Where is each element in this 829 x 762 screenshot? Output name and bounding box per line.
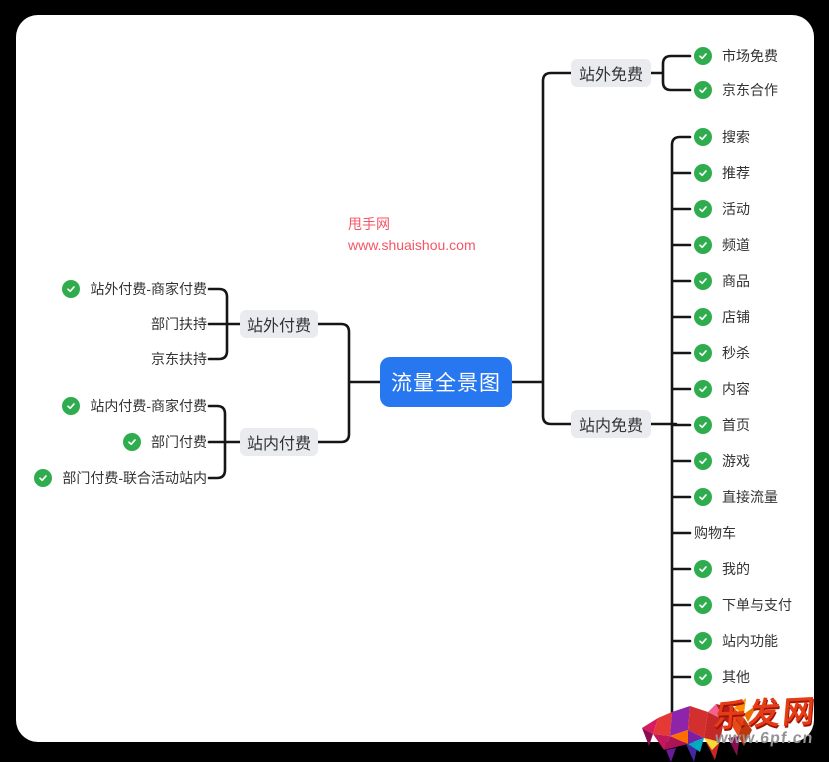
- subtopic-row[interactable]: 京东扶持: [151, 348, 207, 370]
- subtopic-label: 活动: [722, 201, 750, 217]
- check-icon: [694, 272, 712, 290]
- subtopic-label: 部门扶持: [151, 316, 207, 332]
- subtopic-label: 内容: [722, 381, 750, 397]
- check-icon: [694, 632, 712, 650]
- root-topic[interactable]: 流量全景图: [380, 357, 512, 407]
- watermark-shuaishou: 甩手网 www.shuaishou.com: [348, 214, 476, 256]
- subtopic-row[interactable]: 部门付费-联合活动站内: [34, 467, 207, 489]
- subtopic-label: 站内付费-商家付费: [90, 398, 207, 414]
- branch-inside-free[interactable]: 站内免费: [571, 410, 651, 438]
- watermark-site-name: 甩手网: [348, 216, 390, 232]
- watermark-site-url: www.shuaishou.com: [348, 237, 476, 253]
- subtopic-row[interactable]: 下单与支付: [694, 594, 792, 616]
- check-icon: [694, 452, 712, 470]
- subtopic-row[interactable]: 活动: [694, 198, 750, 220]
- subtopic-label: 京东扶持: [151, 351, 207, 367]
- subtopic-label: 搜索: [722, 129, 750, 145]
- subtopic-row[interactable]: 京东合作: [694, 79, 778, 101]
- subtopic-row[interactable]: 其他: [694, 666, 750, 688]
- subtopic-row[interactable]: 市场免费: [694, 45, 778, 67]
- check-icon: [694, 200, 712, 218]
- check-icon: [62, 397, 81, 415]
- subtopic-row[interactable]: 店铺: [694, 306, 750, 328]
- branch-label: 站内付费: [246, 436, 311, 453]
- subtopic-label: 商品: [722, 273, 750, 289]
- subtopic-label: 购物车: [694, 525, 736, 541]
- subtopic-row[interactable]: 部门付费: [123, 431, 207, 453]
- subtopic-row[interactable]: 推荐: [694, 162, 750, 184]
- subtopic-label: 部门付费-联合活动站内: [62, 470, 207, 486]
- check-icon: [694, 668, 712, 686]
- check-icon: [694, 128, 712, 146]
- check-icon: [694, 488, 712, 506]
- subtopic-row[interactable]: 购物车: [694, 522, 736, 544]
- check-icon: [694, 236, 712, 254]
- subtopic-label: 京东合作: [722, 82, 778, 98]
- subtopic-row[interactable]: 频道: [694, 234, 750, 256]
- branch-label: 站外付费: [246, 318, 311, 335]
- subtopic-row[interactable]: 我的: [694, 558, 750, 580]
- subtopic-label: 频道: [722, 237, 750, 253]
- check-icon: [62, 280, 81, 298]
- subtopic-label: 我的: [722, 561, 750, 577]
- subtopic-row[interactable]: 秒杀: [694, 342, 750, 364]
- check-icon: [694, 164, 712, 182]
- subtopic-row[interactable]: 商品: [694, 270, 750, 292]
- subtopic-row[interactable]: 直接流量: [694, 486, 778, 508]
- subtopic-label: 秒杀: [722, 345, 750, 361]
- subtopic-row[interactable]: 站内功能: [694, 630, 778, 652]
- branch-outside-paid[interactable]: 站外付费: [240, 310, 318, 338]
- check-icon: [694, 47, 712, 65]
- branch-inside-paid[interactable]: 站内付费: [240, 428, 318, 456]
- subtopic-label: 推荐: [722, 165, 750, 181]
- check-icon: [694, 344, 712, 362]
- subtopic-label: 市场免费: [722, 48, 778, 64]
- check-icon: [123, 433, 141, 451]
- subtopic-label: 直接流量: [722, 489, 778, 505]
- subtopic-label: 游戏: [722, 453, 750, 469]
- subtopic-label: 首页: [722, 417, 750, 433]
- check-icon: [694, 81, 712, 99]
- subtopic-row[interactable]: 首页: [694, 414, 750, 436]
- corner-site-name: 乐发网: [712, 693, 819, 734]
- check-icon: [694, 596, 712, 614]
- check-icon: [694, 560, 712, 578]
- check-icon: [694, 416, 712, 434]
- branch-label: 站内免费: [578, 418, 643, 435]
- subtopic-label: 站外付费-商家付费: [90, 281, 207, 297]
- corner-site-url: www.6pf.cn: [713, 730, 814, 747]
- subtopic-label: 部门付费: [151, 434, 207, 450]
- subtopic-label: 店铺: [722, 309, 750, 325]
- subtopic-row[interactable]: 站外付费-商家付费: [62, 278, 207, 300]
- check-icon: [694, 380, 712, 398]
- root-topic-label: 流量全景图: [391, 372, 501, 395]
- check-icon: [694, 308, 712, 326]
- subtopic-row[interactable]: 游戏: [694, 450, 750, 472]
- subtopic-row[interactable]: 站内付费-商家付费: [62, 395, 207, 417]
- check-icon: [34, 469, 53, 487]
- subtopic-label: 其他: [722, 669, 750, 685]
- bull-logo-icon: [642, 698, 758, 762]
- watermark-lefa: 乐发网 www.6pf.cn: [640, 688, 829, 762]
- subtopic-row[interactable]: 搜索: [694, 126, 750, 148]
- subtopic-label: 站内功能: [722, 633, 778, 649]
- subtopic-row[interactable]: 部门扶持: [151, 313, 207, 335]
- branch-outside-free[interactable]: 站外免费: [571, 59, 651, 87]
- branch-label: 站外免费: [578, 67, 643, 84]
- subtopic-row[interactable]: 内容: [694, 378, 750, 400]
- subtopic-label: 下单与支付: [722, 597, 792, 613]
